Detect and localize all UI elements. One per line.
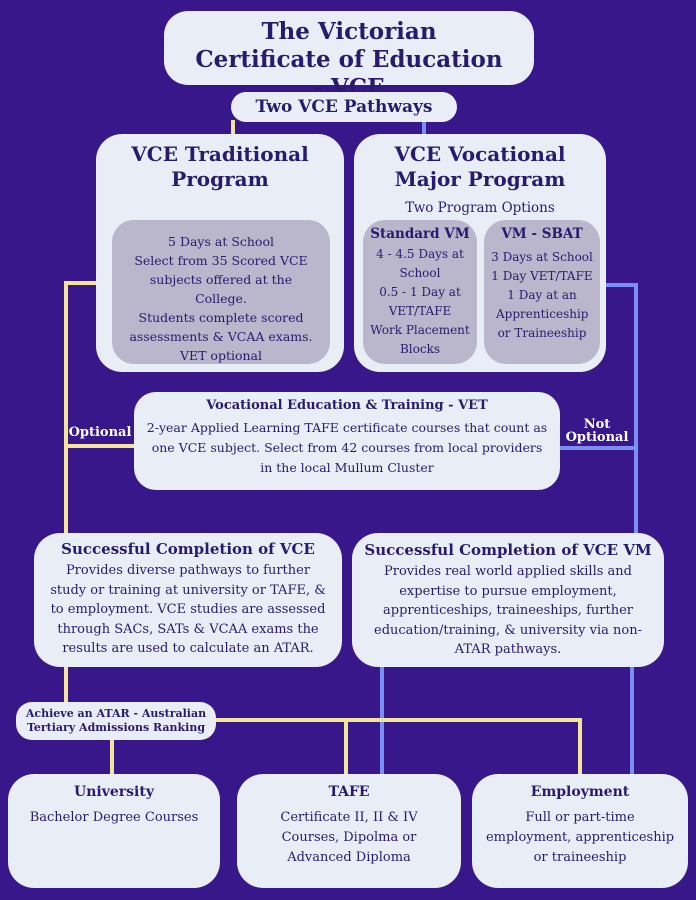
vm-completion-title: Successful Completion of VCE VM xyxy=(364,541,652,559)
vce-completion-text: Provides diverse pathways to further stu… xyxy=(50,563,326,656)
sbat-vet: 1 Day VET/TAFE xyxy=(491,269,593,283)
standard-vm-placement: Work Placement Blocks xyxy=(370,323,470,356)
connector-yellow-atar-employment xyxy=(215,718,582,776)
tafe-box: TAFE Certificate II, II & IV Courses, Di… xyxy=(237,774,461,888)
vet-text: 2-year Applied Learning TAFE certificate… xyxy=(146,420,548,475)
employment-box: Employment Full or part-time employment,… xyxy=(472,774,688,888)
header-box: The Victorian Certificate of Education -… xyxy=(164,11,534,101)
vet-title: Vocational Education & Training - VET xyxy=(206,398,488,413)
optional-label: Optional xyxy=(68,425,132,440)
tafe-text: Certificate II, II & IV Courses, Dipolma… xyxy=(280,810,418,865)
employment-text: Full or part-time employment, apprentice… xyxy=(485,810,675,865)
vce-completion-title: Successful Completion of VCE xyxy=(61,540,315,558)
connector-blue-vm-right xyxy=(605,283,638,534)
vm-completion-text: Provides real world applied skills and e… xyxy=(374,564,642,657)
standard-vm-vet: 0.5 - 1 Day at VET/TAFE xyxy=(379,285,461,318)
connector-yellow-trad-left xyxy=(64,281,97,534)
sbat-apprenticeship: 1 Day at an Apprenticeship or Traineeshi… xyxy=(496,288,589,340)
standard-vm-title: Standard VM xyxy=(370,226,470,242)
atar-label: Achieve an ATAR - Australian Tertiary Ad… xyxy=(16,702,216,740)
trad-line-assessments: Students complete scored assessments & V… xyxy=(129,310,313,344)
traditional-program-title: VCE Traditional Program xyxy=(131,142,309,191)
sbat-school: 3 Days at School xyxy=(491,250,593,264)
not-optional-label: Not Optional xyxy=(565,417,629,445)
vce-completion-box: Successful Completion of VCE Provides di… xyxy=(34,533,342,667)
vocational-program-title: VCE Vocational Major Program xyxy=(394,142,566,191)
atar-text: Achieve an ATAR - Australian Tertiary Ad… xyxy=(25,707,207,734)
sbat-title: VM - SBAT xyxy=(501,226,583,242)
employment-title: Employment xyxy=(530,784,630,800)
pathways-label: Two VCE Pathways xyxy=(231,92,457,122)
university-box: University Bachelor Degree Courses xyxy=(8,774,220,888)
vet-box: Vocational Education & Training - VET 2-… xyxy=(134,392,560,490)
traditional-program-details: 5 Days at School Select from 35 Scored V… xyxy=(112,220,330,364)
trad-line-days: 5 Days at School xyxy=(168,234,274,249)
vocational-program-subtitle: Two Program Options xyxy=(405,200,555,216)
connector-yellow-atar-tafe xyxy=(215,718,348,776)
sbat-box: VM - SBAT 3 Days at School 1 Day VET/TAF… xyxy=(484,220,600,364)
pathways-text: Two VCE Pathways xyxy=(255,97,433,117)
standard-vm-box: Standard VM 4 - 4.5 Days at School 0.5 -… xyxy=(363,220,477,364)
standard-vm-days: 4 - 4.5 Days at School xyxy=(376,247,464,280)
university-title: University xyxy=(74,784,154,800)
tafe-title: TAFE xyxy=(328,784,370,800)
vm-completion-box: Successful Completion of VCE VM Provides… xyxy=(352,533,664,667)
university-text: Bachelor Degree Courses xyxy=(29,810,199,825)
trad-line-subjects: Select from 35 Scored VCE subjects offer… xyxy=(134,253,308,306)
trad-line-vet: VET optional xyxy=(179,348,263,363)
page-title: The Victorian Certificate of Education -… xyxy=(195,18,503,101)
